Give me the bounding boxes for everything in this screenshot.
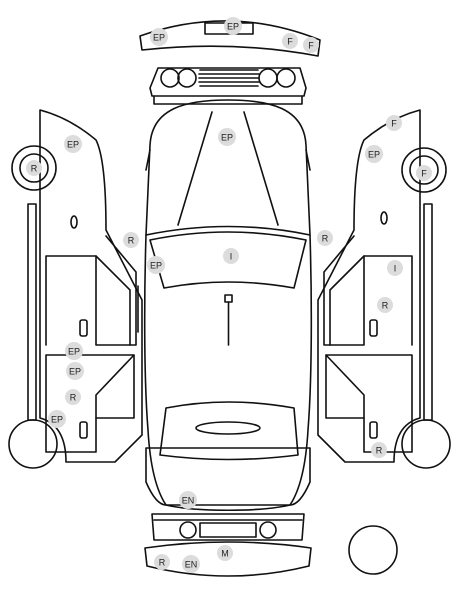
svg-text:I: I	[394, 264, 397, 274]
damage-marker-r: R	[317, 230, 333, 246]
svg-text:EN: EN	[182, 496, 195, 506]
damage-marker-r: R	[65, 389, 81, 405]
svg-text:F: F	[308, 41, 314, 51]
damage-marker-r: R	[154, 554, 170, 570]
damage-marker-ep: EP	[150, 28, 168, 46]
svg-text:F: F	[287, 37, 293, 47]
damage-marker-i: I	[387, 260, 403, 276]
damage-marker-ep: EP	[48, 410, 66, 428]
svg-text:EP: EP	[221, 133, 233, 143]
damage-markers: EP EP F F EP I R R EP EN M R EN R EP EP EP R EP F EP F I R R	[26, 17, 432, 573]
parking-mark	[224, 294, 233, 303]
svg-text:R: R	[159, 558, 166, 568]
right-side-view	[317, 109, 451, 469]
front-grille-view	[149, 67, 307, 105]
svg-text:EP: EP	[68, 347, 80, 357]
svg-text:M: M	[221, 549, 229, 559]
rear-light-view	[151, 513, 305, 541]
svg-text:EP: EP	[227, 22, 239, 32]
damage-marker-r: R	[26, 160, 42, 176]
damage-marker-ep: EP	[224, 17, 242, 35]
damage-marker-f: F	[416, 165, 432, 181]
svg-text:R: R	[128, 236, 135, 246]
svg-text:R: R	[322, 234, 329, 244]
left-side-view	[8, 109, 143, 469]
damage-marker-ep: EP	[64, 135, 82, 153]
svg-text:R: R	[376, 446, 383, 456]
svg-text:EP: EP	[51, 415, 63, 425]
svg-text:EP: EP	[69, 367, 81, 377]
svg-text:R: R	[31, 164, 38, 174]
round-button	[348, 525, 398, 575]
damage-marker-ep: EP	[365, 145, 383, 163]
svg-text:EN: EN	[185, 560, 198, 570]
svg-text:F: F	[421, 169, 427, 179]
svg-text:R: R	[382, 301, 389, 311]
damage-marker-r: R	[123, 232, 139, 248]
svg-text:F: F	[391, 119, 397, 129]
damage-marker-en: EN	[179, 491, 197, 509]
svg-text:EP: EP	[67, 140, 79, 150]
damage-marker-i: I	[223, 248, 239, 264]
svg-text:EP: EP	[153, 33, 165, 43]
damage-marker-en: EN	[182, 555, 200, 573]
dent-symbol	[195, 421, 261, 435]
svg-text:R: R	[70, 393, 77, 403]
damage-marker-m: M	[217, 545, 233, 561]
damage-marker-r: R	[377, 297, 393, 313]
damage-marker-f: F	[303, 37, 319, 53]
damage-marker-ep: EP	[218, 128, 236, 146]
damage-marker-ep: EP	[65, 342, 83, 360]
svg-text:EP: EP	[368, 150, 380, 160]
car-top-view	[143, 99, 313, 512]
rear-bumper-view	[144, 541, 312, 577]
damage-marker-ep: EP	[66, 362, 84, 380]
damage-marker-ep: EP	[147, 256, 165, 274]
damage-marker-f: F	[386, 115, 402, 131]
damage-marker-r: R	[371, 442, 387, 458]
svg-text:I: I	[230, 252, 233, 262]
svg-text:EP: EP	[150, 261, 162, 271]
damage-marker-f: F	[282, 33, 298, 49]
